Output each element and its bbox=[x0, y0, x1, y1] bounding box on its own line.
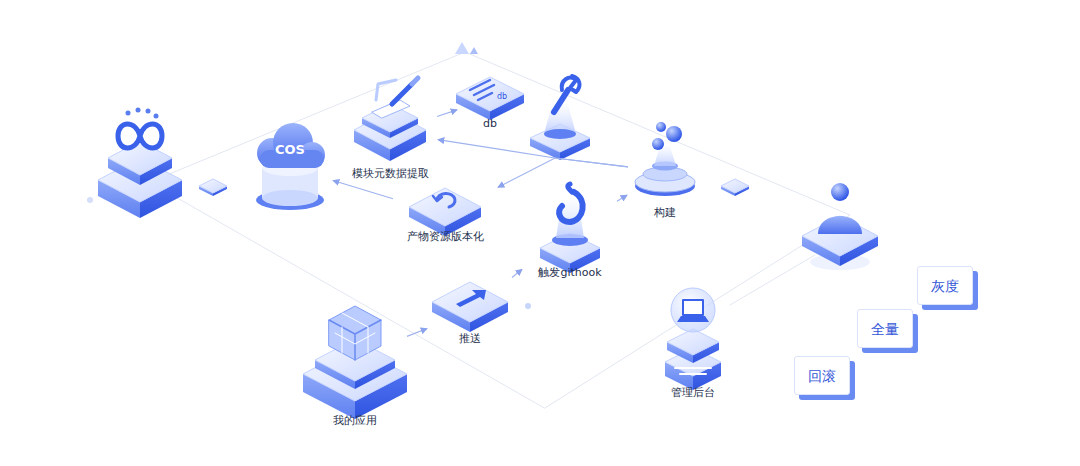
frame-line bbox=[150, 52, 850, 408]
node-label: 灰度 bbox=[931, 277, 959, 295]
flow-connector bbox=[512, 269, 522, 277]
platform-top bbox=[199, 179, 227, 193]
hook-shape bbox=[559, 192, 583, 222]
dot-decor bbox=[146, 109, 151, 114]
db-lines bbox=[470, 80, 494, 100]
icon-node: 构建 bbox=[630, 122, 700, 221]
node-label: 产物资源版本化 bbox=[407, 229, 484, 244]
flow-connector bbox=[438, 140, 628, 167]
wrench-shape bbox=[554, 90, 568, 112]
node-label: COS bbox=[275, 142, 305, 157]
platform-top bbox=[409, 188, 481, 226]
wrench-shape bbox=[562, 76, 580, 92]
glass-sphere bbox=[671, 288, 715, 332]
node-label: 模块元数据提取 bbox=[352, 166, 429, 181]
base-ring bbox=[544, 129, 576, 139]
icon-node: 产物资源版本化 bbox=[395, 184, 495, 245]
cloud-shape bbox=[260, 150, 324, 168]
cube-shape bbox=[329, 306, 381, 360]
triangle-decor bbox=[455, 42, 469, 54]
pencil-shape bbox=[412, 78, 418, 84]
platform-top bbox=[432, 282, 508, 322]
pencil-shape bbox=[392, 84, 412, 104]
illustration-group bbox=[87, 42, 878, 419]
laptop-shape bbox=[677, 316, 709, 322]
dot-decor bbox=[525, 303, 531, 309]
beam-shape bbox=[376, 80, 396, 100]
platform-top bbox=[667, 329, 719, 355]
icon-text: db bbox=[497, 92, 507, 101]
platform-top bbox=[456, 77, 524, 111]
cube-grid bbox=[335, 313, 375, 353]
action-tile: 灰度 bbox=[917, 266, 973, 305]
dot-decor bbox=[154, 114, 159, 119]
icon-node: 管理后台 bbox=[648, 270, 738, 401]
dot-decor bbox=[87, 197, 93, 203]
flow-connector bbox=[617, 195, 627, 201]
node-label: 触发githook bbox=[538, 265, 601, 280]
node-label: 构建 bbox=[654, 205, 676, 220]
node-label: 回滚 bbox=[808, 367, 836, 385]
flow-connector bbox=[333, 181, 393, 199]
dot-decor bbox=[126, 111, 131, 116]
flow-connector bbox=[437, 110, 457, 117]
node-label: 全量 bbox=[871, 320, 899, 338]
laptop-shape bbox=[683, 300, 703, 315]
triangle-decor bbox=[470, 47, 478, 54]
ball-shape bbox=[656, 122, 666, 132]
dot-decor bbox=[136, 108, 141, 113]
gear-lines bbox=[675, 368, 711, 374]
platform-top bbox=[802, 216, 878, 256]
icon-node: 推送 bbox=[430, 276, 510, 347]
ball-shape bbox=[831, 183, 849, 201]
cycle-symbol bbox=[433, 196, 442, 201]
action-tile: 全量 bbox=[857, 309, 913, 348]
hook-shape bbox=[568, 184, 572, 192]
dome-shape bbox=[818, 216, 862, 234]
node-label: 管理后台 bbox=[671, 385, 715, 400]
platform-top bbox=[721, 179, 749, 193]
node-label: 推送 bbox=[459, 331, 481, 346]
icon-node: 我的应用 bbox=[305, 285, 405, 429]
icon-node: COS bbox=[250, 120, 330, 215]
platform-top bbox=[108, 141, 172, 175]
arrow-symbol bbox=[456, 290, 486, 307]
action-tile: 回滚 bbox=[794, 356, 850, 395]
node-label: db bbox=[483, 116, 497, 131]
frame-line bbox=[730, 255, 815, 305]
cylinder-bottom bbox=[262, 190, 318, 206]
ball-shape bbox=[666, 126, 682, 142]
flow-connector bbox=[407, 329, 427, 337]
cube-shape bbox=[329, 320, 381, 360]
ball-shape bbox=[652, 138, 664, 150]
icon-node: db bbox=[460, 66, 520, 132]
icon-node: 触发githook bbox=[525, 180, 615, 281]
icon-node: 模块元数据提取 bbox=[345, 82, 435, 182]
flow-connector bbox=[498, 158, 628, 187]
logo-symbol bbox=[118, 124, 162, 148]
node-label: 我的应用 bbox=[333, 413, 377, 428]
